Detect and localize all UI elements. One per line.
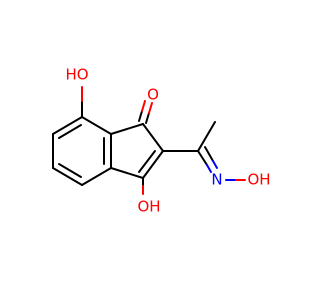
carbonyl-oxygen-label: O <box>147 86 159 104</box>
bond-c8-ch3 <box>197 121 216 152</box>
bond-c2-c3 <box>142 150 164 179</box>
atom-labels: HO O OH N OH <box>65 66 270 216</box>
bond-c2-c3-inner <box>138 150 156 173</box>
hydroxyl-top-label: HO <box>65 66 88 84</box>
bond-c8-n-a-c <box>197 150 208 166</box>
bond-c1-o-carbonyl-b-o <box>141 100 146 112</box>
bond-c4-c5-inner <box>58 163 82 178</box>
bond-c3a-c4 <box>81 167 112 186</box>
substituent-bonds <box>81 86 246 195</box>
cyclopentene-ring <box>110 123 164 179</box>
bond-c4-c5 <box>52 167 83 186</box>
hydroxyl-bottom-label: OH <box>137 198 160 216</box>
bond-c1-o-carbonyl-a-c <box>145 112 150 124</box>
bond-c1-o-carbonyl-a-o <box>148 102 153 114</box>
molecule-diagram: HO O OH N OH <box>52 66 271 216</box>
bond-c1-c2 <box>142 123 164 152</box>
bond-c6-c7-inner <box>58 124 82 139</box>
benzene-ring <box>52 116 112 186</box>
bond-c8-n-b-n <box>212 160 218 169</box>
bond-c8-n-b-c <box>204 146 214 162</box>
oxime-nitrogen-label: N <box>211 171 222 189</box>
bond-c8-n-a-n <box>206 164 212 173</box>
bond-c7a-c1 <box>110 123 144 135</box>
oxime-hydroxyl-label: OH <box>247 171 270 189</box>
bond-c1-o-carbonyl-b-c <box>138 110 143 122</box>
bond-c7-c7a <box>81 116 112 135</box>
bond-c6-c7 <box>52 116 83 135</box>
bond-c3-c3a <box>110 167 144 179</box>
